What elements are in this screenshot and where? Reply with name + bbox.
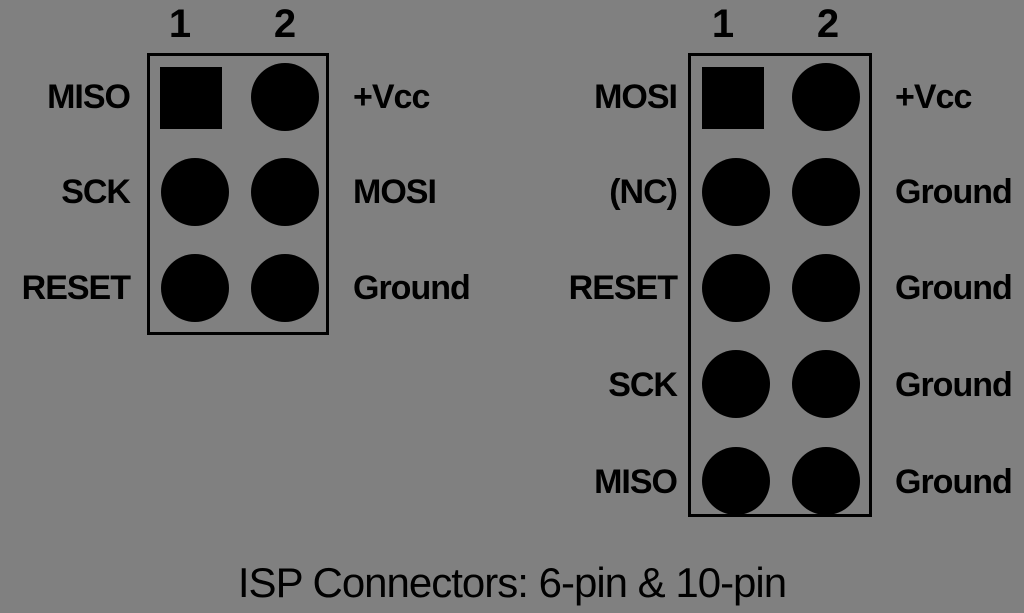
ten-pin-row-4-right-label: Ground (895, 366, 1013, 404)
six-pin-pin-1-square (160, 67, 222, 129)
ten-pin-row-2-left-label: (NC) (609, 173, 678, 211)
six-pin-pin-2 (251, 63, 319, 131)
ten-pin-pin-5 (702, 254, 770, 322)
ten-pin-row-5-right-label: Ground (895, 463, 1013, 501)
ten-pin-pin-8 (792, 350, 860, 418)
ten-pin-row-5-left-label: MISO (594, 463, 678, 501)
six-pin-connector-body (147, 53, 329, 335)
six-pin-row-3-left-label: RESET (21, 269, 131, 307)
ten-pin-row-3-left-label: RESET (568, 269, 678, 307)
ten-pin-row-3-right-label: Ground (895, 269, 1013, 307)
ten-pin-pin-4 (792, 158, 860, 226)
six-pin-row-2-left-label: SCK (61, 173, 131, 211)
six-pin-row-1-right-label: +Vcc (353, 78, 430, 116)
ten-pin-pin-1-square (702, 67, 764, 129)
ten-pin-row-1-left-label: MOSI (594, 78, 678, 116)
six-pin-pin-6 (251, 254, 319, 322)
ten-pin-row-2-right-label: Ground (895, 173, 1013, 211)
six-pin-row-1-left-label: MISO (47, 78, 131, 116)
ten-pin-pin-3 (702, 158, 770, 226)
ten-pin-pin-6 (792, 254, 860, 322)
ten-pin-column-2-label: 2 (816, 2, 840, 46)
six-pin-pin-3 (161, 158, 229, 226)
ten-pin-column-1-label: 1 (711, 2, 735, 46)
ten-pin-row-4-left-label: SCK (608, 366, 678, 404)
six-pin-pin-4 (251, 158, 319, 226)
ten-pin-row-1-right-label: +Vcc (895, 78, 972, 116)
ten-pin-pin-9 (702, 447, 770, 515)
six-pin-row-2-right-label: MOSI (353, 173, 437, 211)
ten-pin-connector-body (688, 53, 872, 517)
six-pin-row-3-right-label: Ground (353, 269, 471, 307)
diagram-caption: ISP Connectors: 6-pin & 10-pin (237, 559, 787, 606)
six-pin-column-2-label: 2 (273, 2, 297, 46)
ten-pin-pin-2 (792, 63, 860, 131)
six-pin-pin-5 (161, 254, 229, 322)
six-pin-column-1-label: 1 (168, 2, 192, 46)
ten-pin-pin-7 (702, 350, 770, 418)
ten-pin-pin-10 (792, 447, 860, 515)
